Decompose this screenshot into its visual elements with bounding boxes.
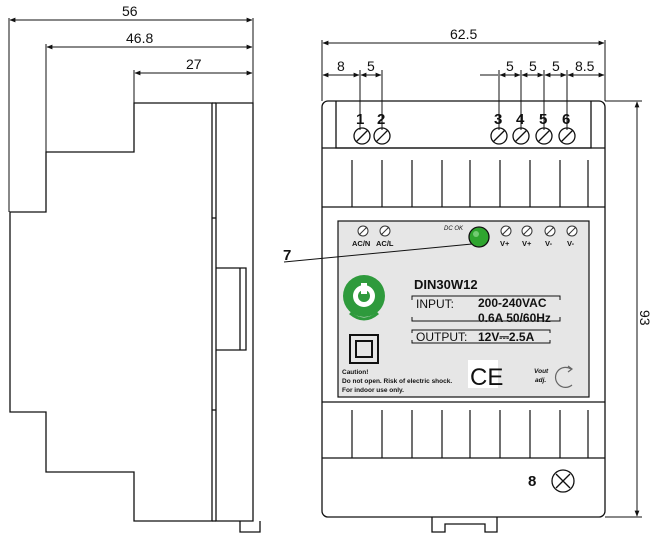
dc-ok-label: DC OK — [444, 226, 464, 232]
terminal-screw-4 — [512, 127, 530, 145]
label-terminal-vminus-2: V- — [567, 239, 575, 248]
product-label: AC/N AC/L V+ V+ V- V- DC OK DIN30W12 INP… — [337, 220, 590, 398]
label-terminal-icon-6 — [566, 225, 578, 237]
ce-mark-icon: CE — [468, 360, 503, 391]
side-view — [9, 102, 261, 533]
label-terminal-icon-3 — [500, 225, 512, 237]
front-view — [321, 100, 606, 533]
lower-vent-ribs — [351, 410, 589, 458]
dim-side-total: 56 — [122, 3, 138, 19]
callout-7-leader — [283, 243, 473, 263]
label-terminal-icon-1 — [357, 225, 369, 237]
input-label: INPUT: — [416, 297, 454, 311]
terminal-number-5: 5 — [539, 111, 547, 128]
dim-seg-5-left: 5 — [367, 58, 375, 74]
front-dimensions — [321, 40, 642, 518]
caution-line-1: Do not open. Risk of electric shock. — [342, 378, 452, 385]
terminal-screw-3 — [490, 127, 508, 145]
dim-front-width: 62.5 — [450, 26, 477, 42]
side-view-front-section — [215, 102, 254, 522]
caution-title: Caution! — [342, 369, 368, 376]
double-insulation-icon — [349, 334, 379, 364]
dim-seg-8-5: 8.5 — [575, 58, 595, 74]
callout-7: 7 — [283, 247, 291, 264]
top-terminals — [353, 127, 576, 145]
label-terminal-icon-5 — [544, 225, 556, 237]
label-terminal-icon-2 — [379, 225, 391, 237]
output-label: OUTPUT: — [416, 330, 467, 344]
front-view-din-clip — [431, 517, 498, 533]
terminal-screw-5 — [535, 127, 553, 145]
model-name: DIN30W12 — [414, 277, 478, 292]
label-terminal-vplus-2: V+ — [522, 239, 532, 248]
label-terminal-vplus-1: V+ — [500, 239, 510, 248]
side-dimensions — [8, 17, 254, 212]
label-terminal-acn: AC/N — [352, 239, 370, 248]
input-current-frequency: 0.6A 50/60Hz — [478, 311, 551, 325]
side-view-rail-clip — [216, 267, 247, 351]
terminal-number-2: 2 — [377, 111, 385, 128]
upper-vent-ribs — [351, 160, 589, 207]
label-terminal-acl: AC/L — [376, 239, 394, 248]
side-view-outline — [9, 102, 213, 522]
vout-adj-label: adj. — [535, 377, 546, 384]
callout-8: 8 — [528, 473, 536, 490]
terminal-screw-1 — [353, 127, 371, 145]
dim-seg-5-a: 5 — [506, 58, 514, 74]
dim-front-height: 93 — [637, 310, 653, 326]
terminal-number-6: 6 — [562, 111, 570, 128]
vout-adjust-arrow-icon — [554, 365, 573, 388]
terminal-screw-2 — [373, 127, 391, 145]
caution-line-2: For indoor use only. — [342, 387, 404, 394]
label-terminal-vminus-1: V- — [545, 239, 553, 248]
svg-text:CE: CE — [470, 364, 503, 391]
dim-side-mid: 46.8 — [126, 30, 153, 46]
label-terminal-icon-4 — [521, 225, 533, 237]
dim-side-small: 27 — [186, 56, 202, 72]
dim-seg-8-left: 8 — [337, 58, 345, 74]
dim-seg-5-b: 5 — [529, 58, 537, 74]
terminal-number-3: 3 — [494, 111, 502, 128]
front-view-housing — [321, 100, 606, 518]
vout-label: Vout — [534, 368, 549, 375]
bottom-screw-icon — [551, 469, 575, 493]
terminal-screw-6 — [558, 127, 576, 145]
output-value: 12V⎓2.5A — [478, 330, 535, 344]
dim-seg-5-c: 5 — [552, 58, 560, 74]
input-voltage: 200-240VAC — [478, 296, 547, 310]
brand-logo-icon — [343, 275, 385, 321]
